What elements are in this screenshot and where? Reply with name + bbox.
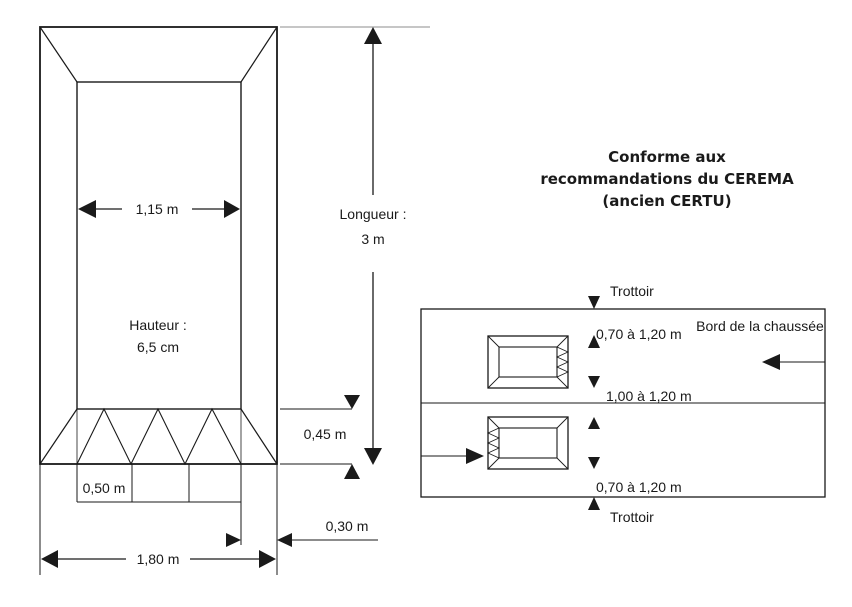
dim-border-width: 0,30 m xyxy=(226,518,378,547)
top-gap-label: 0,70 à 1,20 m xyxy=(596,326,682,342)
arrowhead-left xyxy=(41,550,58,568)
arrowhead-up xyxy=(588,497,600,510)
arrowhead-right xyxy=(259,550,276,568)
middle-gap-label: 1,00 à 1,20 m xyxy=(606,388,692,404)
corner-edge xyxy=(487,335,500,348)
arrowhead-right xyxy=(224,200,240,218)
title-line-3: (ancien CERTU) xyxy=(602,192,731,210)
ramp-teeth xyxy=(76,407,242,466)
inner-width-label: 1,15 m xyxy=(136,201,179,217)
length-label-value: 3 m xyxy=(361,231,384,247)
corner-edge-tl xyxy=(39,26,78,83)
arrowhead-up xyxy=(588,417,600,429)
dim-tooth-width: 0,50 m xyxy=(39,464,278,575)
arrowhead-right xyxy=(226,533,241,547)
cushion-plateau xyxy=(498,346,558,378)
corner-edge xyxy=(556,376,569,389)
border-width-label: 0,30 m xyxy=(326,518,369,534)
arrowhead-down xyxy=(588,376,600,388)
corner-edge xyxy=(556,416,569,429)
ramp-teeth xyxy=(556,346,569,378)
dim-ramp-depth: 0,45 m xyxy=(280,395,360,479)
height-label-title: Hauteur : xyxy=(129,317,187,333)
arrowhead-down xyxy=(588,457,600,469)
corner-edge xyxy=(556,457,569,470)
cushion-plateau xyxy=(498,427,558,459)
arrowhead-left xyxy=(78,200,96,218)
arrowhead-down xyxy=(364,448,382,465)
arrowhead-up xyxy=(344,464,360,479)
cushion-outline xyxy=(487,335,569,389)
arrowhead-down xyxy=(344,395,360,409)
road-edge-label: Bord de la chaussée xyxy=(696,318,824,334)
corner-edge-bl xyxy=(39,408,78,465)
arrowhead-down xyxy=(588,296,600,309)
corner-edge xyxy=(487,416,500,429)
ramp-depth-label: 0,45 m xyxy=(304,426,347,442)
corner-edge-br xyxy=(240,408,278,465)
cushion-top xyxy=(487,335,569,389)
road-layout: Bord de la chaussée Trottoir Trottoir 0,… xyxy=(420,283,826,525)
total-width-label: 1,80 m xyxy=(137,551,180,567)
tooth-width-label: 0,50 m xyxy=(83,480,126,496)
corner-edge-tr xyxy=(240,26,278,83)
ramp-teeth xyxy=(487,427,500,459)
corner-edge xyxy=(556,335,569,348)
title-line-1: Conforme aux xyxy=(608,148,726,166)
cushion-bottom xyxy=(487,416,569,470)
cushion-plan xyxy=(39,26,278,466)
arrowhead-up xyxy=(588,335,600,348)
arrowhead-up xyxy=(364,27,382,44)
length-label-title: Longueur : xyxy=(340,206,407,222)
cushion-outline xyxy=(487,416,569,470)
sidewalk-bottom-label: Trottoir xyxy=(610,509,654,525)
arrowhead-left xyxy=(277,533,292,547)
corner-edge xyxy=(487,457,500,470)
direction-arrow-left xyxy=(762,354,780,370)
corner-edge xyxy=(487,376,500,389)
dim-length: Longueur : 3 m xyxy=(280,26,430,465)
cushion-plateau xyxy=(76,81,242,410)
title-line-2: recommandations du CEREMA xyxy=(540,170,794,188)
height-label-value: 6,5 cm xyxy=(137,339,179,355)
dim-inner-width: 1,15 m xyxy=(78,200,240,218)
cushion-outline xyxy=(39,26,278,465)
bottom-gap-label: 0,70 à 1,20 m xyxy=(596,479,682,495)
sidewalk-top-label: Trottoir xyxy=(610,283,654,299)
dim-total-width: 1,80 m xyxy=(41,550,276,568)
compliance-title: Conforme aux recommandations du CEREMA (… xyxy=(540,148,794,210)
direction-arrow-right xyxy=(466,448,484,464)
